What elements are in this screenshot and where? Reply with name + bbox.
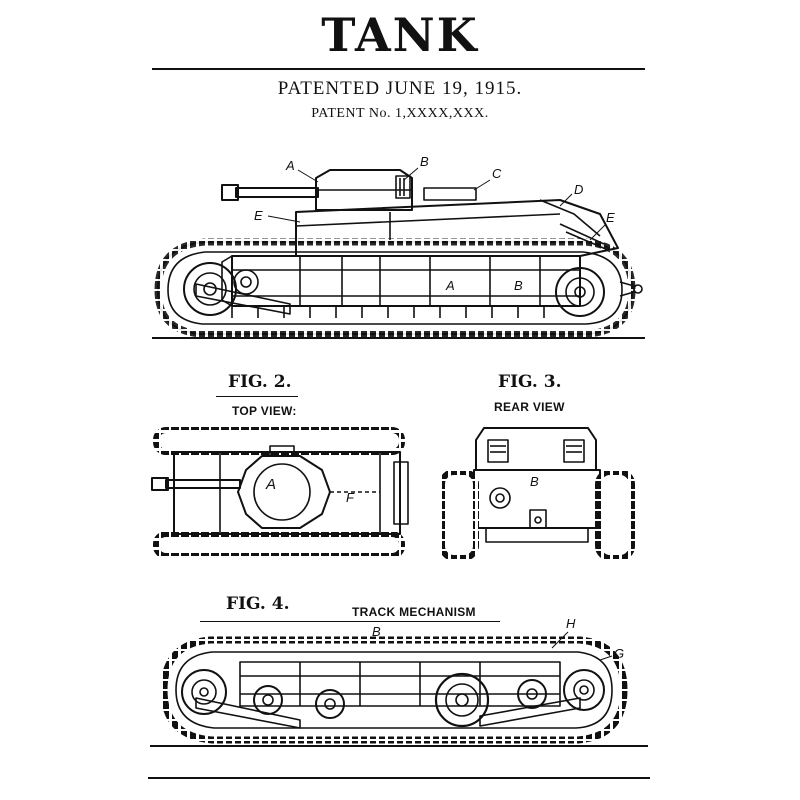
fig1-side-view bbox=[152, 168, 645, 338]
fig2-top-view bbox=[152, 430, 408, 556]
fig4-track-mechanism bbox=[150, 632, 648, 746]
fig3-rear-view bbox=[442, 428, 632, 558]
